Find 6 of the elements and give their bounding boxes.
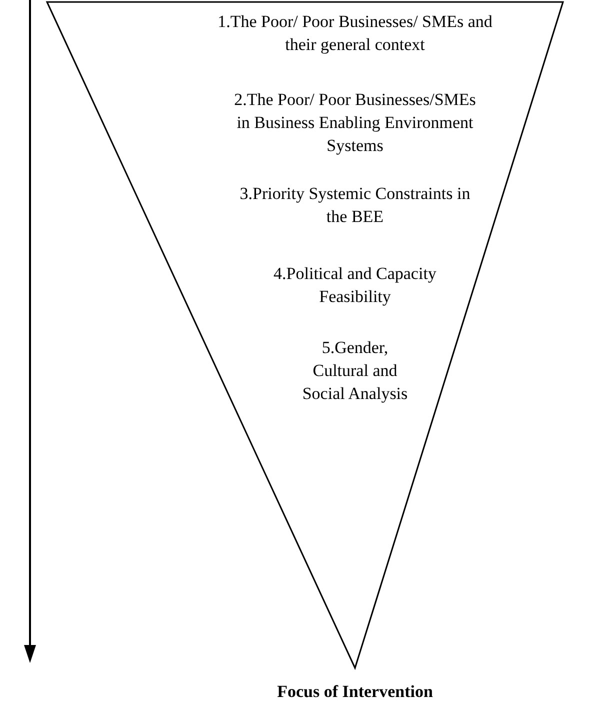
stage-text: 3.Priority Systemic Constraints in the BEE — [238, 183, 472, 228]
funnel-caption: Focus of Intervention — [277, 682, 433, 702]
stage-text: 2.The Poor/ Poor Businesses/SMEs in Business Enabling Environment Systems — [233, 89, 477, 157]
stage-text: 5.Gender, Cultural and Social Analysis — [301, 337, 409, 405]
stage-text: 4.Political and Capacity Feasibility — [272, 263, 438, 308]
stage-text: 1.The Poor/ Poor Businesses/ SMEs and their general context — [216, 11, 494, 56]
